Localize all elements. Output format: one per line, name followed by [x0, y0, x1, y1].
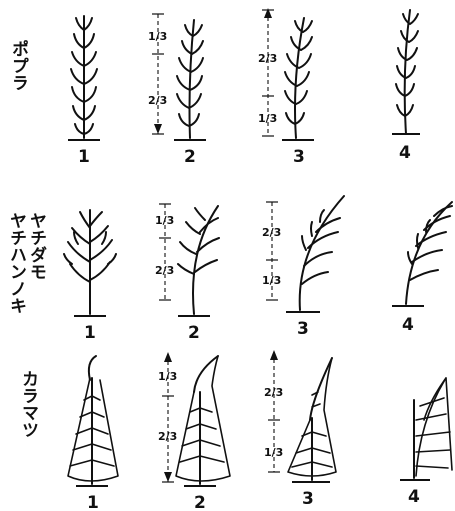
poplar-stage-4-tree [396, 10, 418, 134]
poplar-stage-3-marker: 2/3 1/3 [258, 8, 277, 136]
poplar-stage-3-number: 3 [293, 147, 305, 167]
ash-stage-4-number: 4 [402, 315, 414, 335]
larch-stage-2-fraction-bottom: 2/3 [158, 430, 177, 443]
poplar-stage-3-fraction-bottom: 1/3 [258, 112, 277, 125]
poplar-stage-3-fraction-top: 2/3 [258, 52, 277, 65]
poplar-stage-2-fraction-top: 1/3 [148, 30, 167, 43]
ash-stage-3-fraction-bottom: 1/3 [262, 274, 281, 287]
row-poplar: ポプラ 1 1/3 2/3 [8, 8, 420, 167]
row-larch: カラマツ 1 1/3 2/3 2 [18, 350, 452, 511]
ash-stage-2-fraction-top: 1/3 [155, 214, 174, 227]
ash-stage-2-number: 2 [188, 323, 200, 343]
ash-stage-1-number: 1 [84, 323, 96, 343]
larch-stage-3-tree [288, 358, 336, 480]
ash-stage-3-number: 3 [297, 319, 309, 339]
poplar-stage-2-number: 2 [184, 147, 196, 167]
poplar-stage-4-number: 4 [399, 143, 411, 163]
poplar-stage-2-marker: 1/3 2/3 [148, 14, 167, 134]
larch-stage-2-number: 2 [194, 493, 206, 511]
larch-stage-3-number: 3 [302, 489, 314, 509]
poplar-stage-1-number: 1 [78, 147, 90, 167]
poplar-stage-2-tree [177, 20, 203, 138]
larch-stage-3-fraction-bottom: 1/3 [264, 446, 283, 459]
ash-stage-3-fraction-top: 2/3 [262, 226, 281, 239]
larch-stage-3-fraction-top: 2/3 [264, 386, 283, 399]
larch-stage-2-marker: 1/3 2/3 [158, 352, 177, 482]
ash-stage-3-marker: 2/3 1/3 [262, 202, 281, 300]
species-label-alder: ヤチハンノキ [6, 212, 27, 314]
larch-stage-3-marker: 2/3 1/3 [264, 350, 283, 472]
ash-stage-3-tree [300, 196, 344, 310]
row-ash-alder: ヤチダモ ヤチハンノキ 1 1/3 2/3 [6, 196, 452, 343]
species-label-poplar: ポプラ [8, 39, 29, 91]
ash-stage-2-tree [178, 206, 219, 314]
ash-stage-2-fraction-bottom: 2/3 [155, 264, 174, 277]
species-label-larch: カラマツ [18, 370, 38, 438]
poplar-stage-2-fraction-bottom: 2/3 [148, 94, 167, 107]
larch-stage-1-number: 1 [87, 493, 99, 511]
ash-stage-4-tree [406, 202, 452, 304]
larch-stage-1-tree [68, 356, 118, 484]
larch-stage-4-tree [414, 378, 452, 478]
species-label-ash: ヤチダモ [26, 212, 47, 280]
ash-stage-2-marker: 1/3 2/3 [155, 204, 174, 300]
poplar-stage-3-tree [285, 18, 312, 138]
larch-stage-4-number: 4 [408, 487, 420, 507]
ash-stage-1-tree [64, 210, 116, 314]
larch-stage-2-tree [176, 356, 230, 484]
larch-stage-2-fraction-top: 1/3 [158, 370, 177, 383]
poplar-stage-1-tree [71, 16, 97, 138]
